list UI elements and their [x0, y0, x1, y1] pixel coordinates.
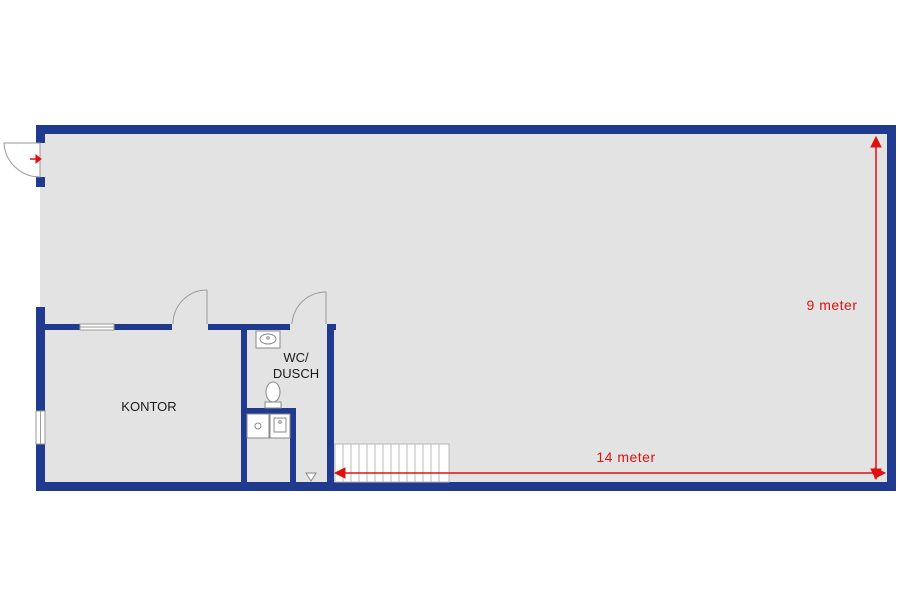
entry-arrow-icon: [30, 153, 42, 165]
floor-drain-icon: [305, 472, 317, 482]
height-dimension-arrow: [870, 135, 882, 481]
room-label-office: KONTOR: [121, 399, 176, 414]
width-dimension-label: 14 meter: [596, 449, 655, 465]
height-dimension-label: 9 meter: [807, 297, 858, 313]
office-window: [35, 410, 46, 445]
bathroom-door-swing-icon: [291, 291, 327, 325]
entry-door-icon: [3, 142, 41, 178]
toilet-icon: [264, 381, 282, 409]
room-label-bathroom-line2: DUSCH: [273, 366, 319, 381]
office-top-window: [79, 323, 115, 331]
office-door-swing-icon: [172, 289, 208, 325]
outer-walls: [36, 125, 896, 491]
shower-icon: [246, 413, 291, 439]
bathroom-walls: [241, 324, 334, 486]
stairs-icon: [334, 443, 450, 483]
sink-icon: [255, 330, 281, 349]
floor-area: [40, 130, 892, 486]
room-label-bathroom-line1: WC/: [283, 350, 309, 365]
